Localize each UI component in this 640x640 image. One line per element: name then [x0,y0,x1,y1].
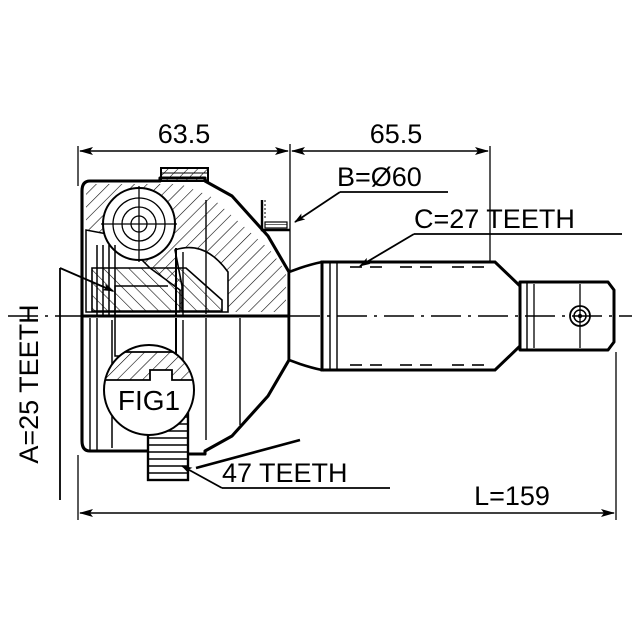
label-inner-spline: A=25 TEETH [14,304,44,463]
fig1-label: FIG1 [118,385,180,416]
label-outer-spline: C=27 TEETH [414,204,575,234]
leader-housing-to-abs [195,438,301,470]
boot-clamp [160,167,209,182]
clamp-body [160,167,209,182]
callout-outer-spline: C=27 TEETH [359,204,622,267]
fig1-inner-detail [104,351,194,381]
dim-label-housing-length: 63.5 [158,119,211,149]
dimension-group-top: 63.5 65.5 [77,119,491,300]
cage-hatch-upper [91,267,223,312]
leader-c-spline [359,233,415,267]
upper-spline-stack [150,253,182,315]
boot-groove [260,200,290,232]
leader-b-diameter [294,191,341,223]
leader-abs-teeth [181,465,223,489]
dim-label-overall-length: L=159 [474,481,550,511]
dim-label-shaft-length: 65.5 [370,119,423,149]
dimension-group-overall: L=159 [77,352,617,520]
fig1-spline-profile [104,351,194,381]
leader-a-spline [59,267,114,292]
shaft-end-stub [518,280,616,352]
label-abs-teeth: 47 TEETH [222,458,348,488]
groove-hatch [264,221,288,229]
fig1-detail-callout: FIG1 [103,344,195,436]
callout-abs-teeth: 47 TEETH [181,458,390,489]
callout-boot-diameter: B=Ø60 [294,162,448,223]
label-boot-diameter: B=Ø60 [337,162,422,192]
inner-race-edge-upper [175,248,184,316]
callout-inner-spline: A=25 TEETH [14,267,114,500]
ball-bearing-detail [101,186,177,262]
